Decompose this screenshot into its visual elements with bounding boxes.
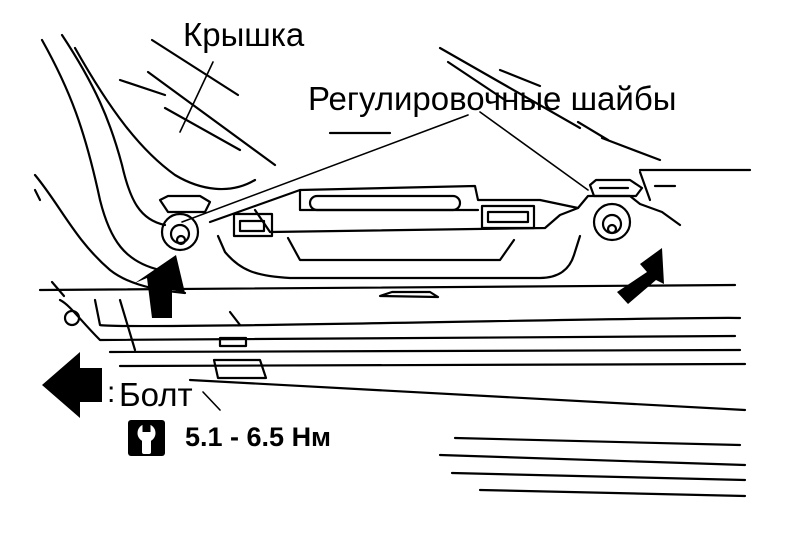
torque-wrench-icon [128, 420, 165, 456]
torque-value-label: 5.1 - 6.5 Нм [185, 422, 332, 452]
adjusting-shims [158, 178, 644, 214]
lid-label: Крышка [183, 16, 305, 53]
bolt-location-arrow-icon [135, 255, 185, 318]
adjusting-shims-label: Регулировочные шайбы [308, 80, 677, 117]
bolt-label: Болт [119, 376, 193, 413]
bolts [160, 202, 632, 252]
bolt-legend-colon: : [107, 376, 116, 409]
background-lines [328, 46, 752, 202]
hinge-bracket [208, 184, 682, 299]
bolt-location-arrow-icon [617, 248, 664, 304]
lid-outline [33, 33, 277, 295]
leader-lines [179, 61, 589, 411]
front-direction-arrow-icon [42, 352, 102, 418]
